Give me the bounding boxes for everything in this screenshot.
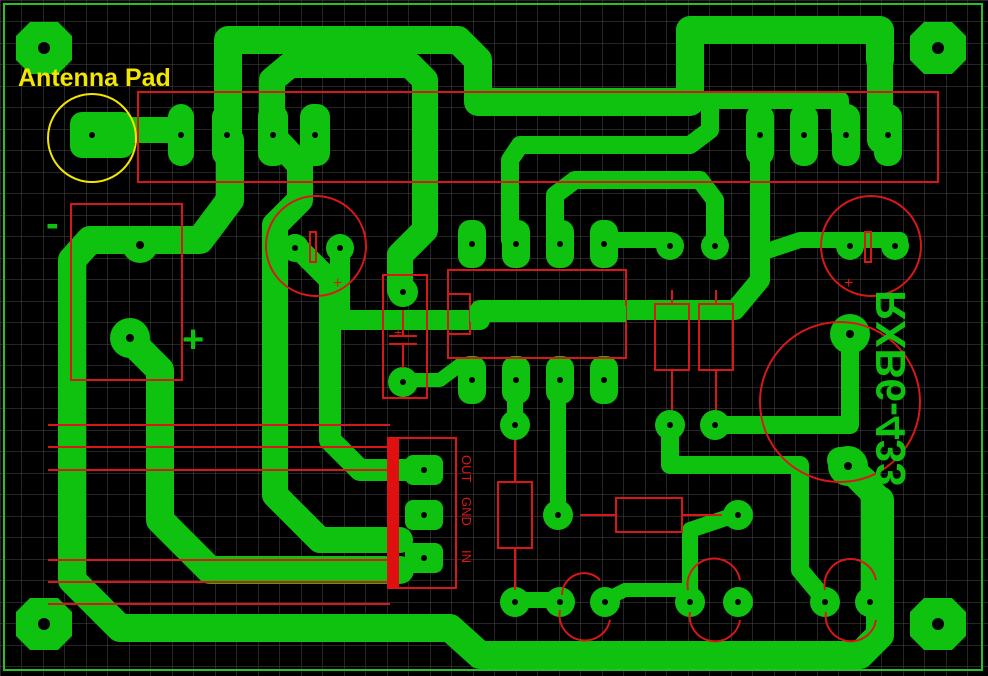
board-edge — [3, 3, 983, 671]
polarity-marks-silk: + + + — [333, 275, 853, 340]
capacitor-outline — [382, 274, 428, 399]
pin-label-in: IN — [459, 550, 474, 563]
regulator-tab — [388, 438, 399, 588]
inductor-outline — [759, 321, 921, 483]
drill-holes — [38, 42, 944, 630]
capacitor-outline — [265, 195, 367, 297]
capacitor-outline — [820, 195, 922, 297]
polarity-mark: + — [182, 319, 204, 361]
antenna-highlight-circle — [47, 93, 137, 183]
rf-module-outline — [137, 91, 939, 183]
polarity-mark: + — [394, 324, 402, 340]
connector-outline — [70, 203, 183, 381]
polarity-mark: + — [844, 275, 853, 292]
pin-label-out: OUT — [459, 455, 474, 483]
antenna-pad-label: Antenna Pad — [18, 64, 171, 92]
component-outlines — [48, 91, 939, 643]
pin-label-gnd: GND — [459, 497, 474, 526]
polarity-mark: - — [46, 203, 59, 245]
regulator-pin-labels: OUT GND IN — [459, 455, 474, 563]
polarity-marks: + - — [46, 203, 204, 361]
board-name: RXB6-433 — [867, 290, 914, 486]
polarity-mark: + — [333, 275, 342, 292]
antenna-pad — [70, 112, 134, 158]
